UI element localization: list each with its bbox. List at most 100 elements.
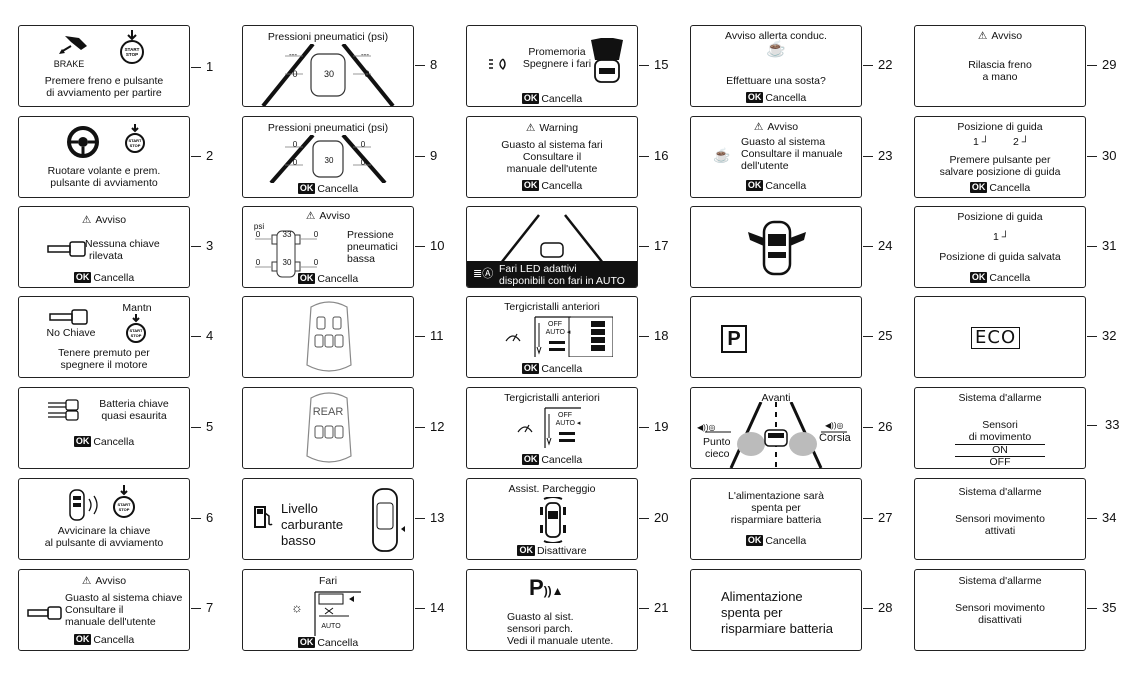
tire-rear-value: 30 — [282, 258, 292, 267]
panel-29: ⚠Avviso Rilascia freno a mano — [914, 25, 1086, 107]
panel-27: L'alimentazione sarà spenta per risparmi… — [690, 478, 862, 560]
panel-23: ⚠Avviso ☕ Guasto al sistema Consultare i… — [690, 116, 862, 198]
low-battery-key-icon — [48, 399, 79, 421]
panel-33: Sistema d'allarme Sensori di movimento O… — [914, 387, 1086, 469]
panel-10: ⚠Avviso psi 33 30 0 0 0 0 Pressione pneu… — [242, 206, 414, 288]
panel-25: P — [690, 296, 862, 378]
num-4: 4 — [206, 328, 214, 343]
panel-2: START STOP Ruotare volante e prem. pulsa… — [18, 116, 190, 198]
wiper-off: OFF — [548, 321, 562, 328]
panel-1-line2: di avviamento per partire — [46, 87, 162, 99]
sound-icon: ◀))◎ — [825, 421, 844, 430]
num-7: 7 — [206, 600, 214, 615]
num-12: 12 — [430, 419, 445, 434]
panel-35-line1: Sensori movimento — [955, 602, 1045, 614]
tire-fr: 0 — [313, 230, 319, 239]
panel-21-line1: Guasto al sist. — [507, 611, 574, 623]
panel-4: Mantn No Chiave START STOP Tenere premut… — [18, 296, 190, 378]
panel-12: REAR — [242, 387, 414, 469]
option-divider — [955, 444, 1045, 445]
svg-text:STOP: STOP — [130, 143, 141, 148]
panel-30: Posizione di guida 1 ┘ 2 ┘ Premere pulsa… — [914, 116, 1086, 198]
panel-17: ≣Ⓐ Fari LED adattivi disponibili con far… — [466, 206, 638, 288]
sound-icon: ◀))◎ — [697, 423, 716, 432]
panel-10-title: ⚠Avviso — [305, 210, 351, 222]
parking-sensor-fault-icon: P))▲ — [529, 575, 564, 600]
num-5: 5 — [206, 419, 214, 434]
panel-31-line1: Posizione di guida salvata — [939, 251, 1061, 263]
panel-16: ⚠Warning Guasto al sistema fari Consulta… — [466, 116, 638, 198]
panel-9-title: Pressioni pneumatici (psi) — [267, 122, 389, 134]
wiper-menu-icon — [534, 316, 613, 357]
panel-13-line3: basso — [281, 533, 316, 548]
num-23: 23 — [878, 148, 893, 163]
wiper-auto: AUTO ◂ — [555, 420, 581, 427]
tire-pressure-road-icon — [261, 44, 395, 106]
parking-icon: P — [721, 325, 747, 353]
panel-30-line2: salvare posizione di guida — [939, 166, 1061, 178]
panel-8-title: Pressioni pneumatici (psi) — [267, 31, 389, 43]
num-30: 30 — [1102, 148, 1117, 163]
panel-10-line2: pneumatici — [347, 241, 398, 253]
panel-35-title: Sistema d'allarme — [958, 575, 1042, 587]
num-34: 34 — [1102, 510, 1117, 525]
panel-23-line1: Guasto al sistema — [741, 136, 826, 148]
fuel-pump-icon — [254, 506, 273, 528]
panel-28-line2: spenta per — [721, 605, 783, 620]
wiper-off: OFF — [558, 412, 572, 419]
wiper-icon — [517, 424, 533, 433]
psi-unit: psi — [253, 222, 265, 231]
car-open-door-icon — [591, 38, 623, 83]
panel-6: START STOP Avvicinare la chiave al pulsa… — [18, 478, 190, 560]
num-18: 18 — [654, 328, 669, 343]
seat-memory-1: 1 ┘ — [973, 136, 990, 148]
panel-2-line2: pulsante di avviamento — [50, 177, 158, 189]
key-icon — [47, 241, 86, 257]
car-rear-seats-icon — [306, 392, 352, 463]
panel-16-title: ⚠Warning — [525, 122, 579, 134]
park-assist-car-icon — [540, 497, 566, 543]
panel-4-hold: Mantn — [122, 302, 152, 314]
panel-10-line3: bassa — [347, 253, 376, 265]
panel-10-line1: Pressione — [347, 229, 394, 241]
panel-22-title: Avviso allerta conduc. — [725, 30, 827, 42]
panel-24 — [690, 206, 862, 288]
panel-28: Alimentazione spenta per risparmiare bat… — [690, 569, 862, 651]
num-15: 15 — [654, 57, 669, 72]
num-11: 11 — [430, 328, 444, 343]
tire-mid: 30 — [324, 156, 334, 165]
panel-29-line2: a mano — [982, 71, 1018, 83]
start-stop-icon: START STOP — [125, 124, 145, 153]
panel-15-line2: Spegnere i fari — [522, 58, 592, 70]
panel-16-line3: manuale dell'utente — [506, 163, 598, 175]
panel-26-left2: cieco — [705, 448, 730, 460]
rear-label: REAR — [312, 406, 344, 418]
option-on[interactable]: ON — [992, 444, 1008, 456]
panel-7-line2: Consultare il — [65, 604, 124, 616]
panel-28-line3: risparmiare batteria — [721, 621, 833, 636]
tire-front-value: 33 — [282, 230, 292, 239]
option-off[interactable]: OFF — [989, 456, 1011, 468]
panel-17-line2: disponibili con fari in AUTO — [499, 275, 625, 287]
panel-6-line1: Avvicinare la chiave — [57, 525, 151, 537]
panel-33-line2: di movimento — [968, 431, 1032, 443]
